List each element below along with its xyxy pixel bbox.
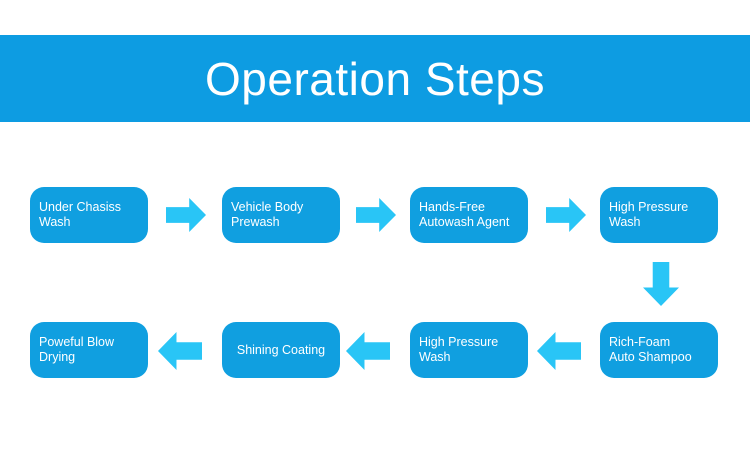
step-label: Under Chasiss Wash [39, 200, 121, 229]
step-box-high-pressure-wash-2[interactable]: High Pressure Wash [410, 322, 528, 378]
step-label: Hands-Free Autowash Agent [419, 200, 510, 229]
step-label: Vehicle Body Prewash [231, 200, 304, 229]
step-box-shining-coating[interactable]: Shining Coating [222, 322, 340, 378]
arrow-right-icon [546, 198, 586, 232]
step-label: High Pressure Wash [609, 200, 689, 229]
arrow-left-icon [158, 332, 202, 370]
arrow-right-icon [166, 198, 206, 232]
step-label: High Pressure Wash [419, 335, 499, 364]
page-title: Operation Steps [205, 52, 545, 105]
arrow-left-icon [537, 332, 581, 370]
step-label: Shining Coating [236, 342, 326, 357]
arrow-down-icon [643, 262, 679, 306]
header-banner: Operation Steps [0, 35, 750, 122]
step-box-hands-free-autowash-agent[interactable]: Hands-Free Autowash Agent [410, 187, 528, 243]
step-label: Poweful Blow Drying [39, 335, 115, 364]
step-box-vehicle-body-prewash[interactable]: Vehicle Body Prewash [222, 187, 340, 243]
step-box-rich-foam-auto-shampoo[interactable]: Rich-Foam Auto Shampoo [600, 322, 718, 378]
step-box-powerful-blow-drying[interactable]: Poweful Blow Drying [30, 322, 148, 378]
step-box-under-chassis-wash[interactable]: Under Chasiss Wash [30, 187, 148, 243]
arrow-left-icon [346, 332, 390, 370]
step-label: Rich-Foam Auto Shampoo [609, 335, 692, 364]
step-box-high-pressure-wash-1[interactable]: High Pressure Wash [600, 187, 718, 243]
arrow-right-icon [356, 198, 396, 232]
